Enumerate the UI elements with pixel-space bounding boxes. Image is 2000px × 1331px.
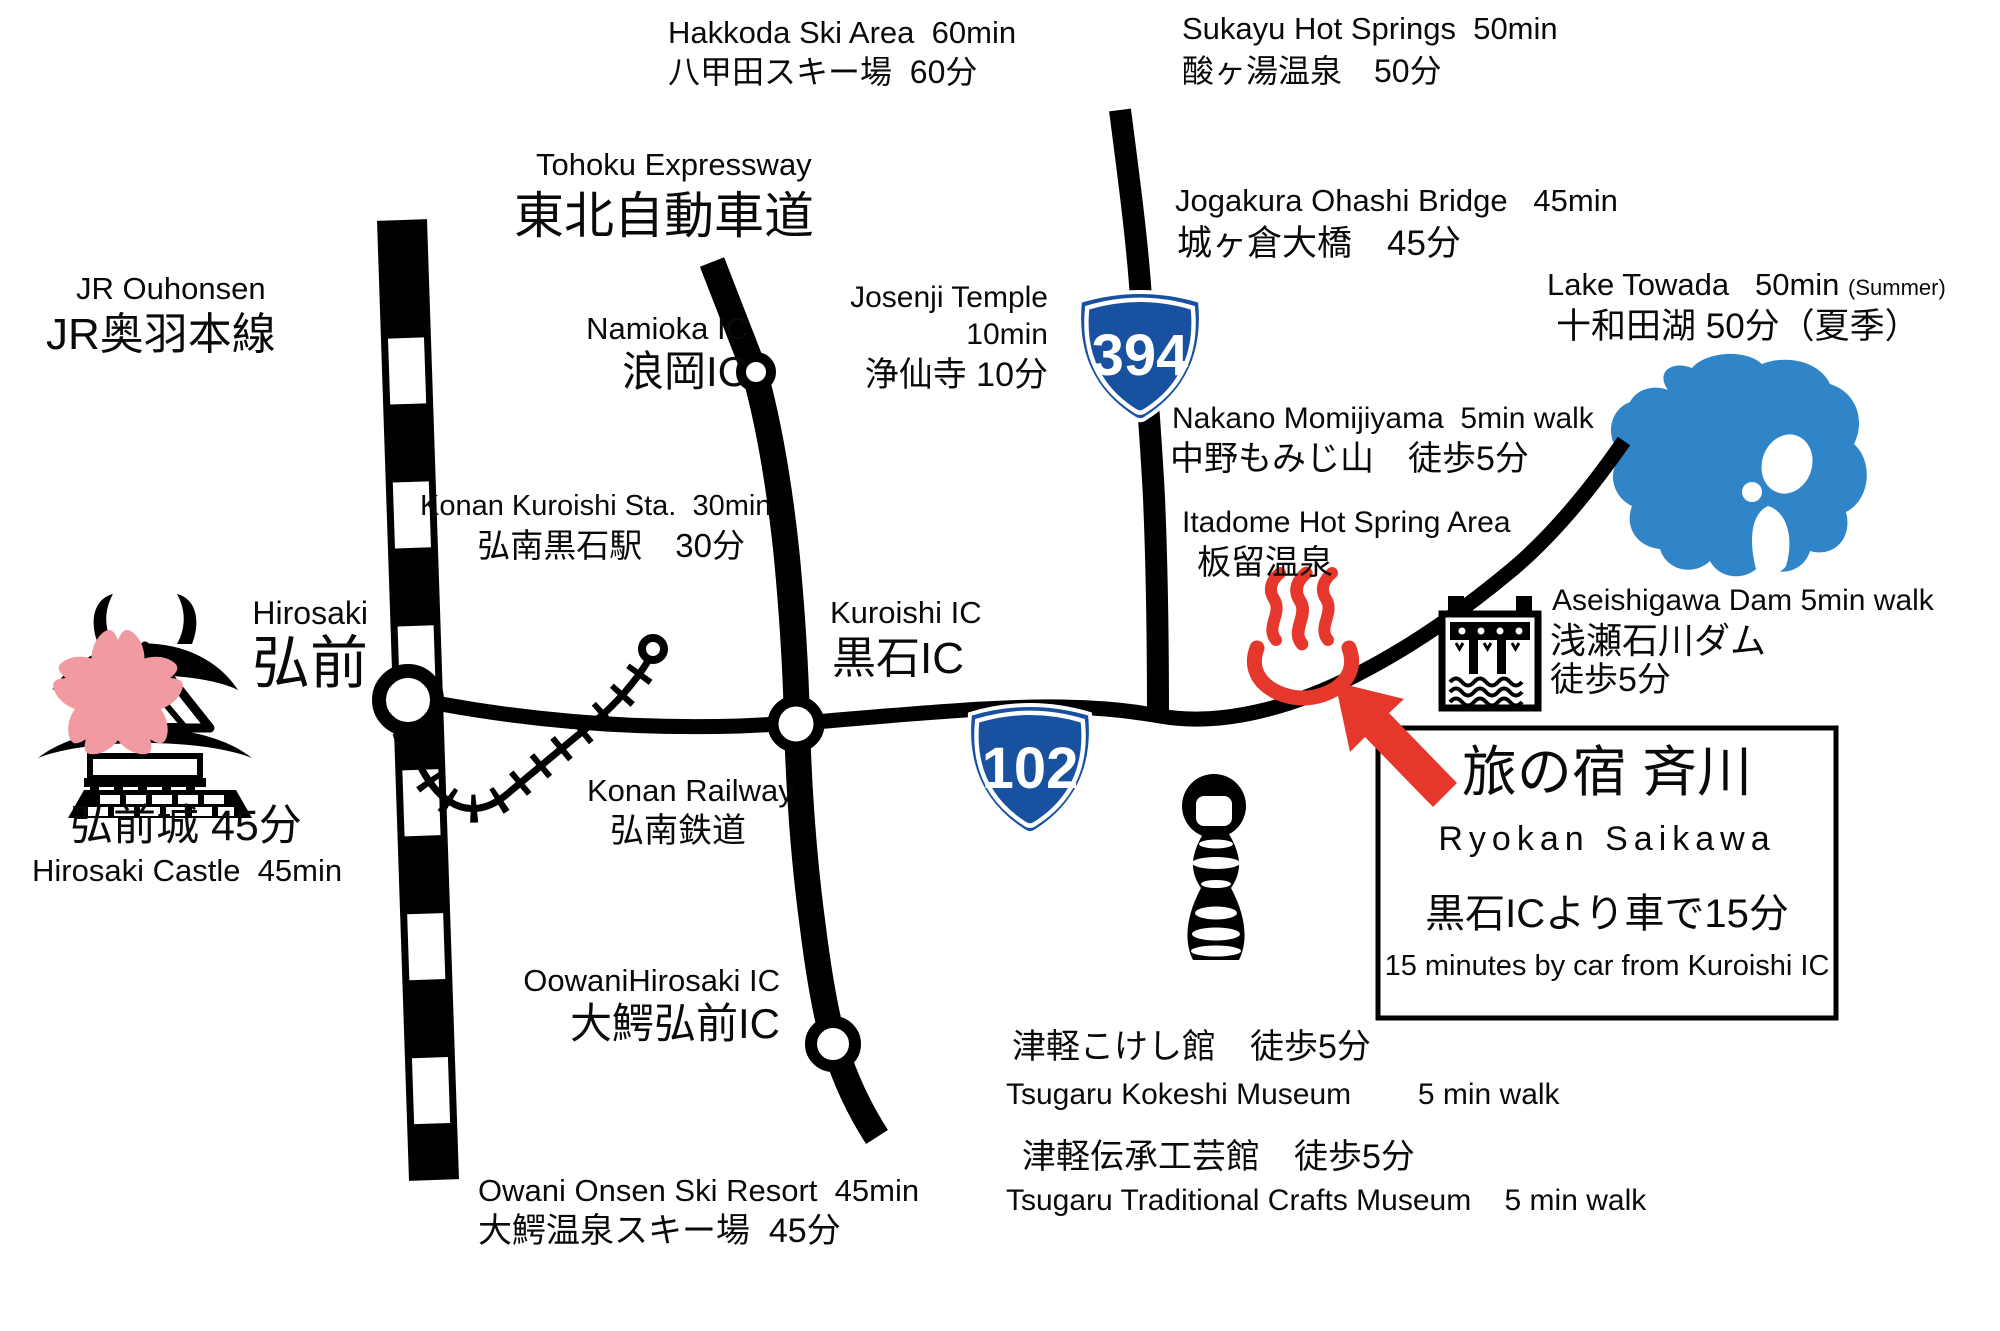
label-jogakura-en: Jogakura Ohashi Bridge 45min (1175, 183, 1618, 218)
oowani-ic-circle (805, 1016, 861, 1072)
dam-icon (1438, 596, 1542, 712)
label-crafts-museum-en: Tsugaru Traditional Crafts Museum 5 min … (1006, 1184, 1647, 1217)
lake-towada-en-text: Lake Towada 50min (1547, 267, 1840, 302)
label-namioka-ic-en: Namioka IC (586, 311, 748, 346)
ryokan-box-frame (1375, 725, 1839, 1021)
kokeshi-icon (1182, 774, 1246, 960)
label-lake-towada-ja: 十和田湖 50分（夏季） (1556, 307, 1920, 346)
label-kuroishi-ic-ja: 黒石IC (832, 634, 964, 683)
label-owani-ski-en: Owani Onsen Ski Resort 45min (478, 1173, 920, 1208)
konan-terminus-circle (638, 634, 668, 664)
label-lake-towada-en: Lake Towada 50min (Summer) (1547, 267, 1946, 303)
location-arrow-icon (1335, 682, 1457, 807)
route-102-line (439, 436, 1631, 735)
label-owani-ski-ja: 大鰐温泉スキー場 45分 (478, 1212, 841, 1250)
label-jogakura-ja: 城ヶ倉大橋 45分 (1177, 224, 1461, 263)
label-crafts-museum-ja: 津軽伝承工芸館 徒歩5分 (1022, 1138, 1415, 1176)
label-nakano-en: Nakano Momijiyama 5min walk (1172, 402, 1594, 435)
kuroishi-ic-circle (767, 695, 825, 753)
label-hakkoda-ja: 八甲田スキー場 60分 (668, 54, 978, 90)
namioka-ic-circle (736, 352, 776, 392)
onsen-icon (1247, 566, 1359, 706)
label-kokeshi-museum-en: Tsugaru Kokeshi Museum 5 min walk (1006, 1078, 1560, 1111)
label-itadome-en: Itadome Hot Spring Area (1182, 506, 1511, 539)
label-kuroishi-ic-en: Kuroishi IC (830, 595, 982, 630)
label-tohoku-expressway-ja: 東北自動車道 (514, 188, 814, 244)
ryokan-access-en: 15 minutes by car from Kuroishi IC (1384, 950, 1830, 982)
label-oowani-ic-en: OowaniHirosaki IC (523, 963, 780, 998)
label-aseishigawa-en: Aseishigawa Dam 5min walk (1552, 584, 1934, 617)
label-hirosaki-castle-en: Hirosaki Castle 45min (32, 853, 343, 888)
lake-towada-summer-note: (Summer) (1848, 275, 1946, 300)
label-josenji-ja: 浄仙寺 10分 (864, 356, 1048, 394)
hirosaki-station-circle (372, 664, 444, 736)
label-nakano-ja: 中野もみじ山 徒歩5分 (1170, 440, 1529, 478)
lake-towada-shape (1610, 353, 1867, 577)
label-aseishigawa-ja: 浅瀬石川ダム (1550, 620, 1767, 661)
ryokan-name-en: Ryokan Saikawa (1438, 820, 1776, 858)
label-hirosaki-ja: 弘前 (251, 631, 368, 696)
route-394-badge: 394 (1077, 290, 1203, 423)
route-394-number: 394 (1092, 323, 1189, 388)
route-102-number: 102 (982, 736, 1079, 801)
label-itadome-ja: 板留温泉 (1197, 544, 1333, 582)
label-namioka-ic-ja: 浪岡IC (621, 348, 748, 395)
label-sukayu-ja: 酸ヶ湯温泉 50分 (1182, 53, 1442, 89)
label-kokeshi-museum-ja: 津軽こけし館 徒歩5分 (1012, 1028, 1371, 1066)
label-oowani-ic-ja: 大鰐弘前IC (569, 1000, 780, 1047)
label-konan-kuroishi-sta-en: Konan Kuroishi Sta. 30min (420, 490, 772, 522)
label-sukayu-en: Sukayu Hot Springs 50min (1182, 11, 1558, 46)
label-josenji-time: 10min (966, 318, 1048, 351)
label-tohoku-expressway-en: Tohoku Expressway (536, 147, 812, 182)
label-hakkoda-en: Hakkoda Ski Area 60min (668, 15, 1017, 50)
route-102-badge: 102 (967, 703, 1093, 836)
label-hirosaki-en: Hirosaki (252, 595, 368, 631)
label-jr-ouhonsen-en: JR Ouhonsen (76, 271, 266, 306)
label-konan-railway-ja: 弘南鉄道 (610, 812, 746, 850)
ryokan-name-ja: 旅の宿 斉川 (1461, 741, 1753, 803)
label-aseishigawa-walk: 徒歩5分 (1550, 661, 1671, 699)
label-josenji-en: Josenji Temple (850, 281, 1048, 314)
label-konan-railway-en: Konan Railway (587, 773, 794, 808)
label-konan-kuroishi-sta-ja: 弘南黒石駅 30分 (477, 527, 745, 564)
ryokan-access-ja: 黒石ICより車で15分 (1425, 892, 1789, 936)
label-hirosaki-castle-ja: 弘前城 45分 (70, 802, 302, 850)
konan-railway-line (392, 648, 664, 823)
sakura-icon (53, 630, 183, 755)
label-jr-ouhonsen-ja: JR奥羽本線 (46, 310, 276, 359)
